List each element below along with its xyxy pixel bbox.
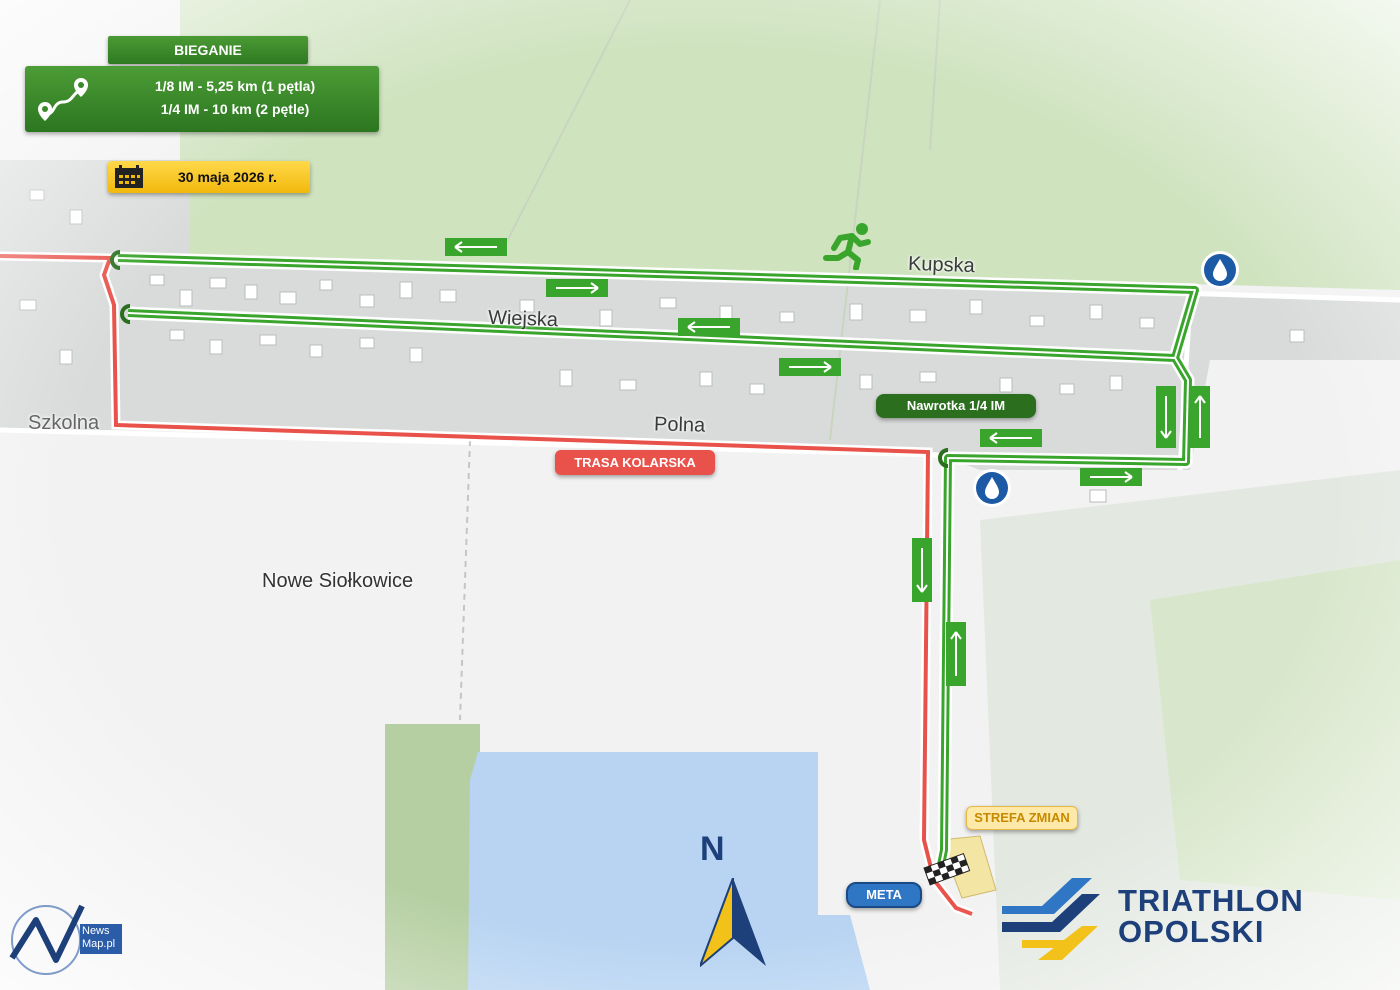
newsmap-line-2: Map.pl xyxy=(82,938,116,950)
distance-1-4-im: 1/4 IM - 10 km (2 pętle) xyxy=(160,101,310,117)
runner-icon xyxy=(823,223,871,270)
distance-1-8-im: 1/8 IM - 5,25 km (1 pętla) xyxy=(154,78,316,94)
street-szkolna: Szkolna xyxy=(28,412,100,434)
route-icon xyxy=(38,78,88,121)
brand-line-1: TRIATHLON xyxy=(1118,883,1304,918)
date-badge: 30 maja 2026 r. xyxy=(108,161,310,193)
compass-north-letter: N xyxy=(700,830,725,868)
field-north xyxy=(180,0,1400,290)
water-drop-icon xyxy=(1201,251,1239,289)
compass-arrow-icon xyxy=(700,878,766,968)
panel-title: BIEGANIE xyxy=(108,36,308,64)
street-wiejska: Wiejska xyxy=(487,306,559,332)
triathlon-opolski-logo xyxy=(1002,878,1100,960)
transition-zone-label: STREFA ZMIAN xyxy=(966,806,1078,830)
brand-line-2: OPOLSKI xyxy=(1118,914,1265,949)
compass: N xyxy=(696,830,772,970)
brand-name: TRIATHLON OPOLSKI xyxy=(1118,885,1304,947)
distance-panel: 1/8 IM - 5,25 km (1 pętla) 1/4 IM - 10 k… xyxy=(25,66,379,132)
bike-route-label: TRASA KOLARSKA xyxy=(555,450,715,475)
water-drop-icon xyxy=(973,469,1011,507)
newsmap-line-1: News xyxy=(82,925,110,937)
turnaround-label: Nawrotka 1/4 IM xyxy=(876,394,1036,418)
field-strip xyxy=(385,724,480,990)
street-polna: Polna xyxy=(653,413,706,437)
event-date: 30 maja 2026 r. xyxy=(178,169,277,185)
newsmap-mark-icon xyxy=(9,904,85,975)
street-kupska: Kupska xyxy=(907,252,976,278)
newsmap-logo: News Map.pl xyxy=(6,898,122,980)
calendar-icon xyxy=(115,165,143,188)
newsmap-text: News Map.pl xyxy=(80,924,122,954)
field-southeast xyxy=(1150,560,1400,900)
finish-label: META xyxy=(846,882,922,908)
village-name: Nowe Siołkowice xyxy=(262,570,414,592)
